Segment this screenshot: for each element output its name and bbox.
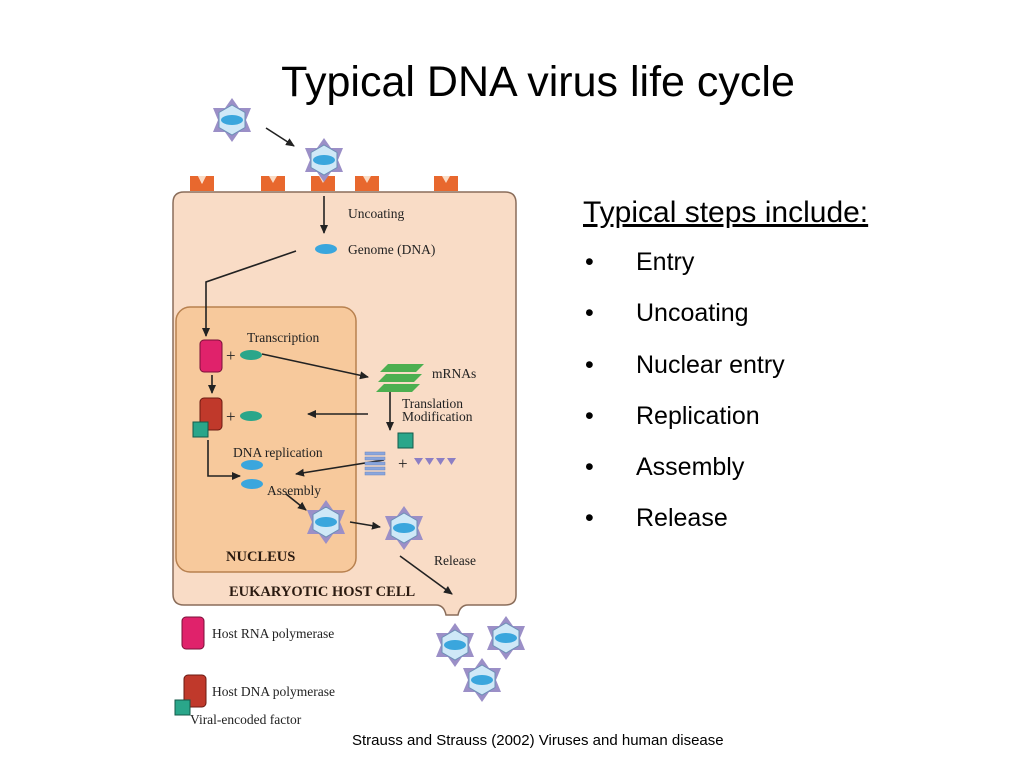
- template-dna-1: [240, 350, 262, 360]
- label-modification: Modification: [402, 409, 473, 424]
- citation: Strauss and Strauss (2002) Viruses and h…: [352, 732, 724, 749]
- steps-heading: Typical steps include:: [583, 196, 869, 229]
- step-item: • Assembly: [583, 453, 868, 504]
- step-label: Assembly: [636, 453, 745, 482]
- step-item: • Replication: [583, 402, 868, 453]
- viral-factor-product: [397, 432, 414, 449]
- label-dna-replication: DNA replication: [233, 445, 323, 460]
- step-item: • Release: [583, 504, 868, 555]
- label-translation: Translation: [402, 396, 463, 411]
- progeny-dna-2: [241, 479, 263, 489]
- host-rna-polymerase: [199, 339, 223, 373]
- virion-released-2: [487, 616, 525, 660]
- virion-released-3: [463, 658, 501, 702]
- plus-sign-3: +: [398, 454, 408, 473]
- step-label: Entry: [636, 248, 695, 276]
- label-genome: Genome (DNA): [348, 242, 435, 257]
- legend-dna-pol-swatch: [183, 674, 207, 708]
- step-label: Uncoating: [636, 299, 749, 328]
- bullet: •: [585, 401, 594, 430]
- label-uncoating: Uncoating: [348, 206, 404, 221]
- steps-list: Typical steps include: • Entry • Uncoating…: [583, 196, 868, 556]
- legend-rna-pol-swatch: [181, 616, 205, 650]
- diagram-legend: Host RNA polymerase Host DNA polymerase …: [174, 616, 335, 727]
- capsid-proteins-icon: [364, 451, 386, 476]
- label-transcription: Transcription: [247, 330, 320, 345]
- slide-title: Typical DNA virus life cycle: [281, 58, 795, 106]
- virion-assembled: [307, 500, 345, 544]
- viral-encoded-factor: [192, 421, 209, 438]
- step-item: • Uncoating: [583, 299, 868, 350]
- virion-released-1: [436, 623, 474, 667]
- step-label: Nuclear entry: [636, 350, 785, 379]
- legend-viral-encoded-factor: Viral-encoded factor: [190, 712, 302, 727]
- legend-host-dna-polymerase: Host DNA polymerase: [212, 684, 335, 699]
- progeny-dna-1: [241, 460, 263, 470]
- bullet: •: [585, 504, 594, 533]
- step-label: Replication: [636, 401, 760, 430]
- plus-sign-2: +: [226, 407, 236, 426]
- legend-viral-factor-swatch: [174, 699, 191, 716]
- label-host-cell: EUKARYOTIC HOST CELL: [229, 584, 415, 600]
- bullet: •: [585, 248, 594, 276]
- cell-receptors: [190, 176, 458, 191]
- legend-host-rna-polymerase: Host RNA polymerase: [212, 626, 334, 641]
- step-label: Release: [636, 504, 728, 533]
- nucleus: [175, 306, 357, 573]
- virion-entering: [213, 98, 251, 142]
- label-release: Release: [434, 553, 476, 568]
- step-item: • Nuclear entry: [583, 351, 868, 402]
- label-nucleus: NUCLEUS: [226, 549, 295, 565]
- bullet: •: [585, 350, 594, 379]
- viral-genome: [315, 244, 337, 254]
- template-dna-2: [240, 411, 262, 421]
- mrnas-icon: [376, 364, 424, 392]
- virion-attached: [305, 138, 343, 182]
- virion-cytoplasm: [385, 506, 423, 550]
- step-item: • Entry: [583, 248, 868, 299]
- label-assembly: Assembly: [267, 483, 321, 498]
- label-mrnas: mRNAs: [432, 366, 476, 381]
- bullet: •: [585, 453, 594, 482]
- plus-sign-1: +: [226, 346, 236, 365]
- viral-proteins-icon: [414, 458, 456, 465]
- bullet: •: [585, 299, 594, 328]
